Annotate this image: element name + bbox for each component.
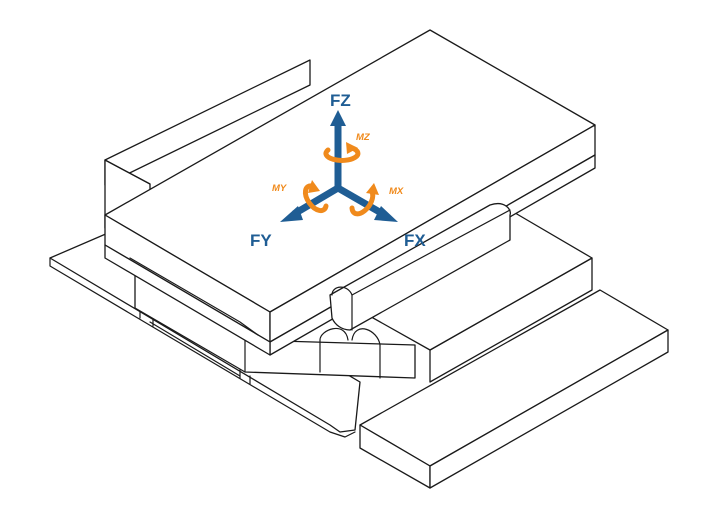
- fy-axis-arrow: [292, 184, 340, 218]
- mx-moment-arrow: [349, 189, 376, 217]
- fy-arrowhead: [280, 206, 303, 222]
- fx-axis-arrow: [336, 184, 385, 218]
- front-right-block: [359, 289, 669, 489]
- locating-tab: [329, 203, 511, 331]
- middle-step-block: [349, 209, 593, 383]
- my-arrowhead: [308, 180, 320, 193]
- mx-arrowhead: [366, 183, 379, 195]
- fz-arrowhead: [330, 110, 346, 126]
- my-label: MY: [272, 183, 288, 194]
- mx-label: MX: [389, 186, 404, 197]
- my-moment-arrow: [302, 183, 329, 214]
- force-moment-triad: FZ FY FX MZ MY MX: [250, 91, 426, 250]
- fx-label: FX: [404, 231, 426, 250]
- mz-arrowhead: [346, 142, 358, 154]
- mz-label: MZ: [356, 132, 371, 143]
- mz-moment-arrow: [323, 145, 361, 163]
- fy-label: FY: [250, 231, 272, 250]
- fz-label: FZ: [330, 91, 351, 110]
- fx-arrowhead: [374, 206, 398, 222]
